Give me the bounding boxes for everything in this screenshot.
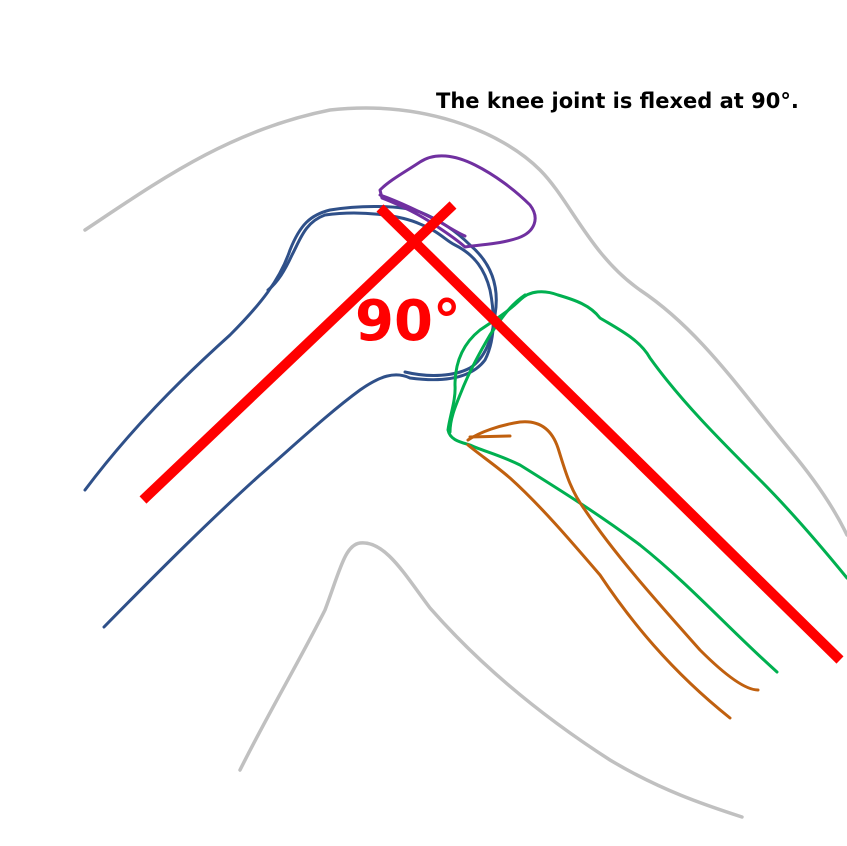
caption-text: The knee joint is flexed at 90°. [436, 89, 799, 113]
angle-label: 90° [355, 289, 461, 354]
femur-upper-contour [83, 205, 498, 492]
tibia-plateau-contour [448, 293, 527, 434]
femur-lower-contour [102, 211, 495, 629]
leg-outline-upper [83, 106, 847, 537]
fibula-head-contour [468, 434, 512, 439]
leg-outline-lower [238, 541, 744, 819]
tibia-front-contour [446, 298, 779, 674]
tibia-contour [518, 290, 847, 580]
tibia-axis-line [376, 204, 844, 664]
fibula-back-contour [466, 443, 732, 720]
femur-axis-line [139, 201, 457, 504]
fibula-contour [466, 420, 760, 692]
